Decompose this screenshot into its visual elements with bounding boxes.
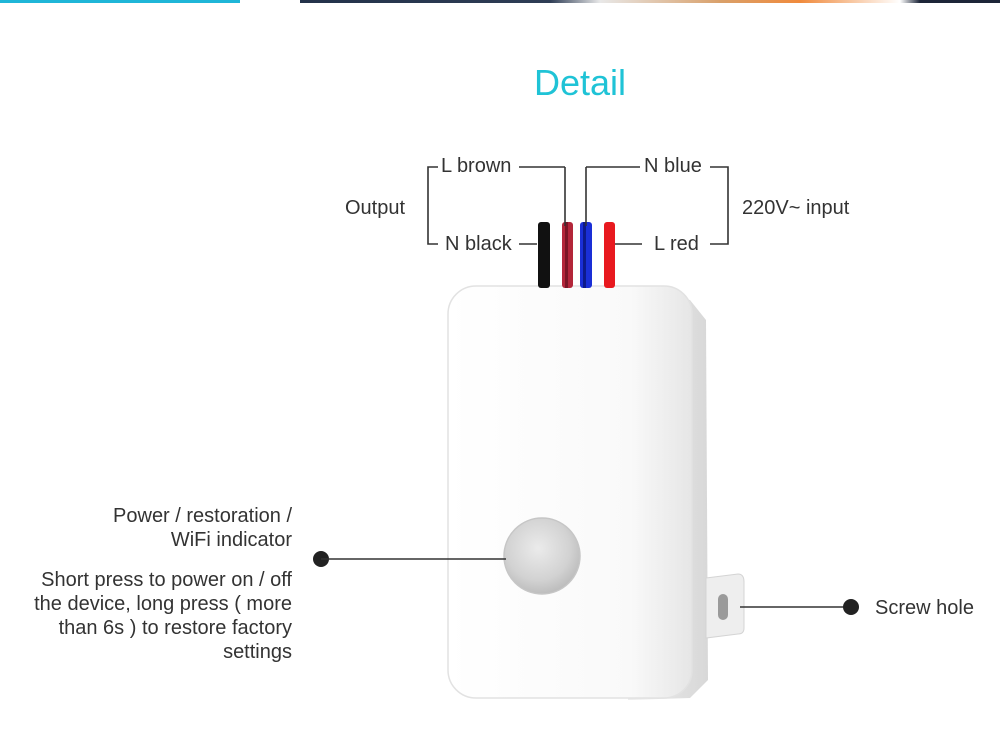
wire-red: [604, 222, 615, 288]
output-bracket: [427, 166, 566, 245]
screw-tab: [705, 573, 745, 639]
n-blue-label: N blue: [644, 155, 702, 177]
power-desc-line-1: Short press to power on / off: [41, 569, 292, 591]
input-label: 220V~ input: [742, 197, 850, 219]
l-red-label: L red: [654, 233, 699, 255]
power-desc-line-3: than 6s ) to restore factory: [58, 617, 292, 639]
n-black-label: N black: [445, 233, 512, 255]
device-body: [447, 285, 693, 699]
power-desc-line-2: the device, long press ( more: [34, 593, 292, 615]
top-decorative-strip: [0, 0, 1000, 3]
power-title-line-2: WiFi indicator: [170, 529, 292, 551]
wire-black: [538, 222, 550, 288]
power-desc-line-4: settings: [223, 641, 292, 663]
l-brown-label: L brown: [441, 155, 512, 177]
input-bracket: [585, 166, 729, 245]
output-label: Output: [345, 197, 406, 219]
page-title: Detail: [533, 62, 627, 103]
power-callout-line: [313, 551, 506, 567]
power-button: [503, 517, 581, 595]
screw-hole-callout-line: [740, 599, 859, 615]
screw-hole-label: Screw hole: [875, 597, 974, 619]
power-title-line-1: Power / restoration /: [113, 505, 292, 527]
